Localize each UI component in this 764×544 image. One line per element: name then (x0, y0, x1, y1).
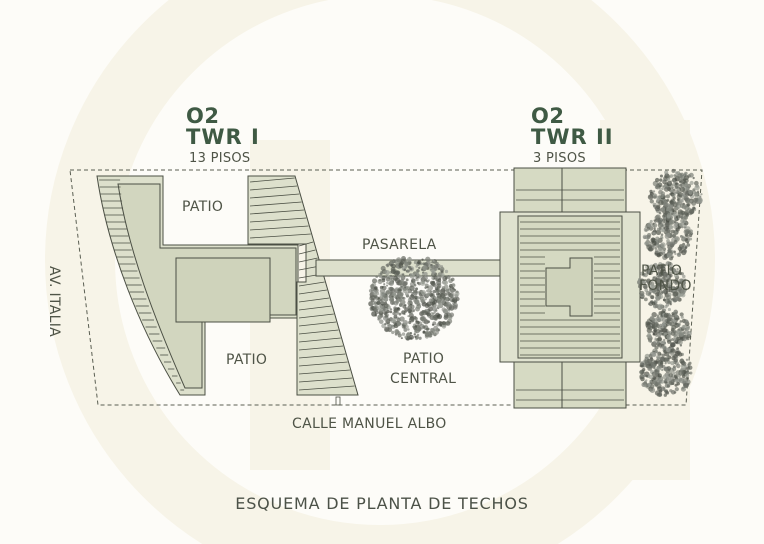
patio-central-label-1: PATIO (403, 351, 445, 367)
tower-1-left-terraces (99, 179, 185, 391)
tower-1-code: O2 (186, 104, 220, 128)
tower-2-floors: 3 PISOS (533, 151, 586, 166)
patio-fondo-label-2: FONDO (639, 278, 692, 294)
patio-bottom-label: PATIO (226, 352, 268, 368)
tower-2-building (499, 167, 641, 409)
patio-top-label: PATIO (182, 199, 224, 215)
diagram-caption: ESQUEMA DE PLANTA DE TECHOS (235, 494, 529, 513)
site-boundary (69, 169, 703, 406)
tower-2-terraces (516, 189, 624, 401)
tower-1-right-terraces (249, 177, 355, 391)
entrance-marker (335, 396, 341, 406)
tower-2-code: O2 (531, 104, 565, 128)
central-tree-icon (368, 256, 460, 341)
tower-1-name: TWR I (186, 125, 260, 149)
patio-central-label-2: CENTRAL (390, 371, 457, 387)
rear-trees-icon (637, 168, 703, 398)
tower-1-floors: 13 PISOS (189, 151, 251, 166)
calle-label: CALLE MANUEL ALBO (292, 416, 447, 432)
av-italia-label: AV. ITALIA (46, 266, 62, 338)
tower-2-name: TWR II (531, 125, 614, 149)
patio-fondo-label-1: PATIO (641, 263, 683, 279)
pasarela-label: PASARELA (362, 237, 437, 253)
